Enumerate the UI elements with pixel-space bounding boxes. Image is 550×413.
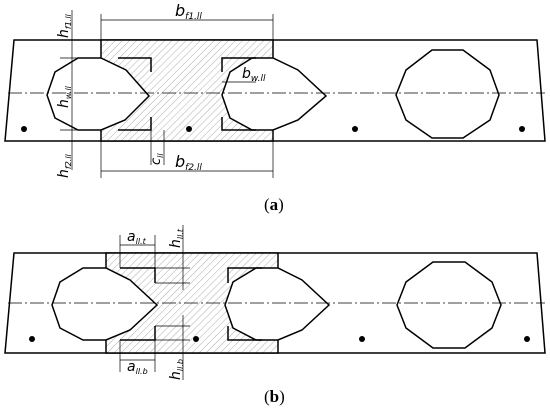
panel-b-right-cutout — [227, 267, 262, 341]
label-h-f2: hf2.ll — [56, 153, 73, 178]
panel-a-dimensions — [60, 10, 274, 178]
label-a-t: all.t — [127, 229, 147, 246]
caption-b: (b) — [264, 387, 285, 406]
panel-b-void-right — [396, 261, 502, 349]
label-c: cll — [149, 153, 165, 165]
panel-b-rebar-2 — [193, 336, 199, 342]
label-h-t: hll.t — [168, 228, 185, 248]
label-h-w: hw.ll — [56, 85, 73, 108]
panel-a-rebar-2 — [186, 126, 192, 132]
label-b-f1: bf1.ll — [175, 1, 202, 22]
label-h-f1: hf1.ll — [56, 13, 73, 38]
panel-a-void-right — [395, 49, 500, 139]
panel-b-dimensions — [119, 225, 190, 380]
panel-b: all.t hll.t all.b hll.b (b) — [4, 225, 546, 406]
panel-b-void-left — [51, 267, 159, 341]
caption-a: (a) — [264, 195, 284, 214]
label-b-w: bw.ll — [242, 66, 266, 84]
panel-b-void-middle — [224, 267, 331, 341]
panel-b-rebar-4 — [524, 336, 530, 342]
panel-a: bf1.ll bf2.ll bw.ll hf1.ll hw.ll hf2.ll … — [4, 1, 546, 214]
panel-b-beam-outline — [4, 252, 546, 354]
panel-a-rebar-3 — [352, 126, 358, 132]
panel-a-right-cutout — [221, 57, 256, 131]
panel-a-rebar-4 — [519, 126, 525, 132]
label-b-f2: bf2.ll — [175, 152, 202, 173]
label-h-b: hll.b — [168, 359, 185, 380]
panel-b-rebar-1 — [29, 336, 35, 342]
panel-a-rebar-1 — [21, 126, 27, 132]
panel-b-rebar-3 — [359, 336, 365, 342]
panel-a-beam-outline — [4, 39, 546, 142]
label-a-b: all.b — [127, 359, 148, 376]
panel-a-void-middle — [221, 57, 328, 131]
